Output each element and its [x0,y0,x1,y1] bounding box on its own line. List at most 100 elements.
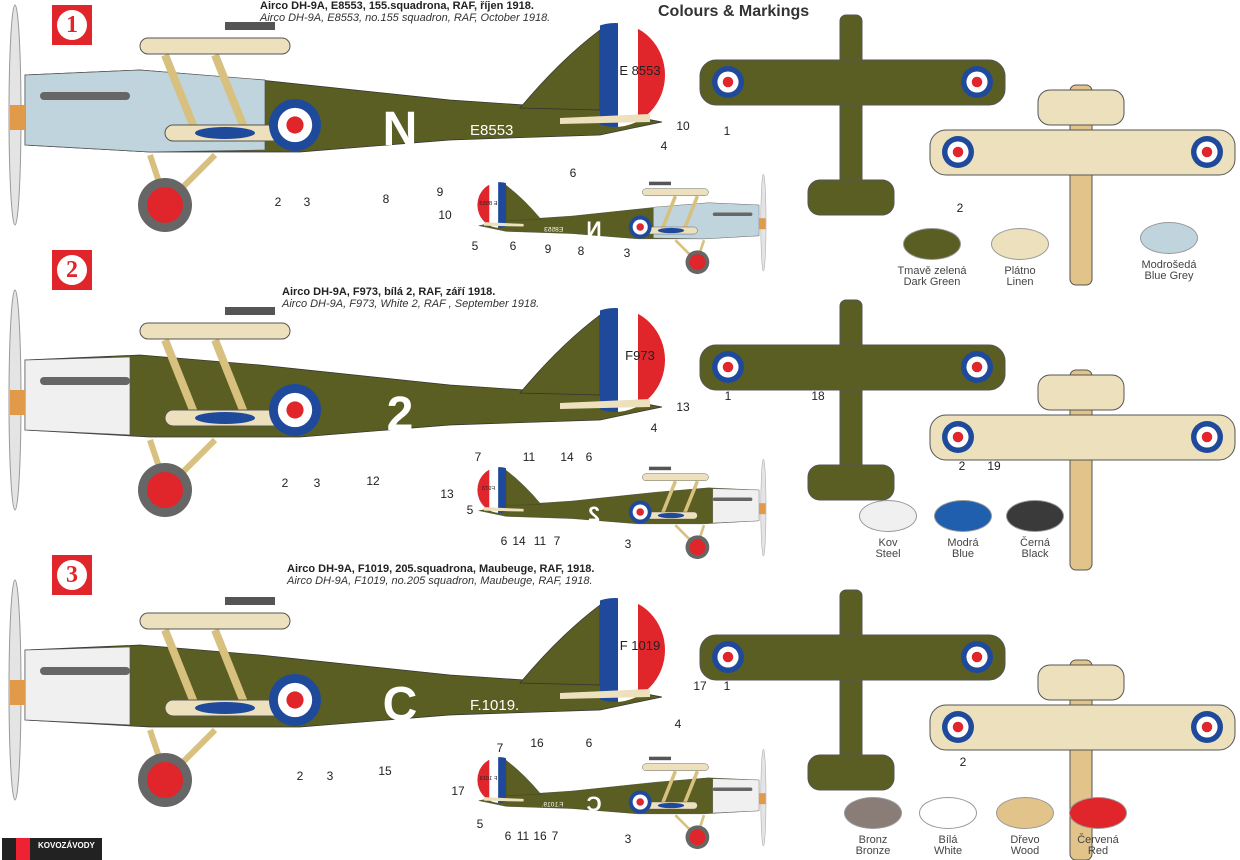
wheel-hub [689,829,706,846]
rudder-serial: F973 [625,348,655,363]
callout-number: 2 [959,459,966,473]
swatch-label-cz: Plátno [1004,265,1036,277]
roundel-red [952,431,964,443]
wheel-hub [147,762,183,798]
rudder-serial: E 8553 [619,63,660,78]
engine-cowling [712,488,760,524]
tailplane-plan [807,464,895,501]
top-view [699,589,1006,791]
callout-number: 7 [475,450,482,464]
wing-strut [682,195,700,230]
callout-number: 13 [440,487,454,501]
scheme-number: 2 [57,255,87,285]
callout-number: 11 [534,534,547,548]
rudder-serial: F973 [482,486,495,492]
lower-wing-plan [929,704,1236,751]
swatch-label-en: Dark Green [903,276,961,288]
swatch-colour [903,228,961,260]
callout-number: 9 [437,185,444,199]
rudder-stripe-red [477,757,490,803]
machine-gun [225,597,275,605]
callout-number: 10 [676,119,690,133]
roundel-red [971,361,983,373]
wing-strut [161,628,199,707]
tail-fin [519,604,601,686]
callout-number: 12 [366,474,380,488]
callout-number: 11 [517,829,530,843]
scheme-caption-1: Airco DH-9A, E8553, 155.squadrona, RAF, … [260,0,550,24]
caption-en: Airco DH-9A, F973, White 2, RAF , Septem… [282,298,540,310]
callout-number: 6 [570,166,577,180]
code-letter: C [586,793,601,816]
wing-strut [211,338,249,417]
callout-number: 6 [586,450,593,464]
wing-roundel [195,127,255,139]
swatch-colour [919,797,977,829]
machine-gun [649,181,671,186]
roundel-red [952,146,964,158]
roundel-red [1201,721,1213,733]
callout-number: 4 [651,421,658,435]
wheel-hub [689,254,706,271]
wing-roundel [657,227,685,234]
swatch-label-cz: Tmavě zelená [897,265,967,277]
tailplane [560,689,650,699]
exhaust [40,667,130,675]
roundel-red [286,401,304,419]
scheme-badge-3: 3 [52,555,92,595]
callout-number: 2 [957,201,964,215]
propeller-hub [10,680,25,705]
tailplane-plan [1037,664,1125,701]
swatch-label-cz: Bílá [938,834,958,846]
tail-fin [505,469,542,506]
underside-view [929,369,1236,571]
callout-number: 18 [811,389,825,403]
swatch-label-cz: Dřevo [1010,834,1040,846]
rudder [477,182,506,228]
wheel-hub [689,539,706,556]
exhaust [40,377,130,385]
lower-wing-plan [929,414,1236,461]
wing-strut [211,628,249,707]
rudder [477,757,506,803]
swatch-label-en: Linen [1006,276,1034,288]
underside-view [929,84,1236,286]
callout-number: 3 [625,832,632,846]
rudder-stripe-blue [498,757,506,803]
rudder-stripe-blue [600,23,618,127]
upper-wing [139,612,291,630]
callout-number: 2 [275,195,282,209]
wing-roundel [195,702,255,714]
swatch-label-cz: Kov [878,537,898,549]
wing-strut [682,770,700,805]
swatch-colour [1069,797,1127,829]
rudder-stripe-white [618,308,638,412]
roundel-red [636,508,644,516]
wing-strut [161,53,199,132]
tailplane-plan [1037,374,1125,411]
upper-wing [139,322,291,340]
roundel-red [286,691,304,709]
callout-number: 4 [675,717,682,731]
caption-en: Airco DH-9A, F1019, no.205 squadron, Mau… [287,575,593,587]
callout-number: 14 [560,450,574,464]
page-heading: Colours & Markings [658,3,810,20]
swatch-colour [1140,222,1198,254]
callout-number: 17 [693,679,707,693]
callout-number: 10 [438,208,452,222]
tailplane [560,114,650,124]
upper-wing [642,188,709,196]
caption-en: Airco DH-9A, E8553, no.155 squadron, RAF… [260,12,551,24]
wing-roundel [657,512,685,519]
tail-fin [505,759,542,796]
callout-number: 5 [467,503,474,517]
rudder-stripe-red [477,467,490,513]
